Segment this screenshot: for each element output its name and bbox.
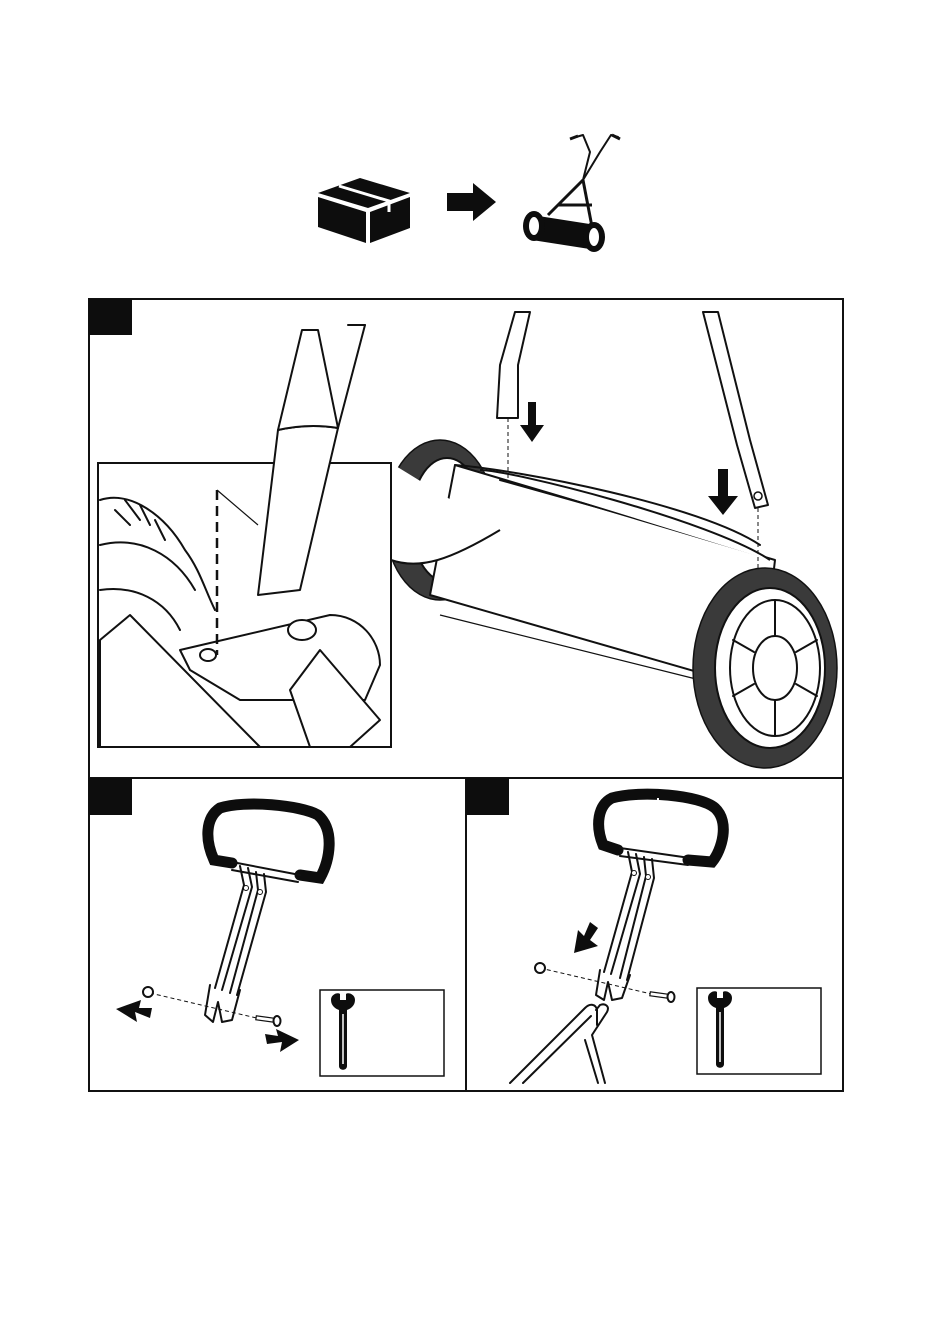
handle-grip <box>208 804 329 882</box>
handle-bars <box>205 866 266 1022</box>
bolt-icon <box>650 992 675 1002</box>
panel-1 <box>89 299 843 778</box>
handle-tube-right <box>703 312 768 568</box>
box-icon <box>318 178 410 243</box>
reel-mower-icon <box>523 135 620 252</box>
step-label-box <box>89 778 132 815</box>
arrow-down-icon <box>520 402 544 442</box>
handle-bars <box>596 852 654 1000</box>
step-label-box <box>89 299 132 335</box>
arrow-right-icon <box>265 1029 299 1052</box>
tool-box <box>697 988 821 1074</box>
handle-grip <box>599 794 724 865</box>
panel-3 <box>466 778 843 1091</box>
step-label-box <box>466 778 509 815</box>
arrow-down-left-icon <box>574 922 598 953</box>
nut-icon <box>143 987 153 997</box>
tool-box <box>320 990 444 1076</box>
lower-handle-tubes <box>510 1004 608 1083</box>
arrow-down-icon <box>708 469 738 515</box>
detail-inset <box>98 325 500 747</box>
arrow-right-icon <box>447 183 496 221</box>
bolt-icon <box>256 1016 281 1026</box>
nut-icon <box>535 963 545 973</box>
handle-tube-left <box>497 312 530 478</box>
panel-2 <box>89 778 466 1091</box>
arrow-left-icon <box>116 1000 152 1022</box>
mower-wheel-right <box>693 568 837 768</box>
